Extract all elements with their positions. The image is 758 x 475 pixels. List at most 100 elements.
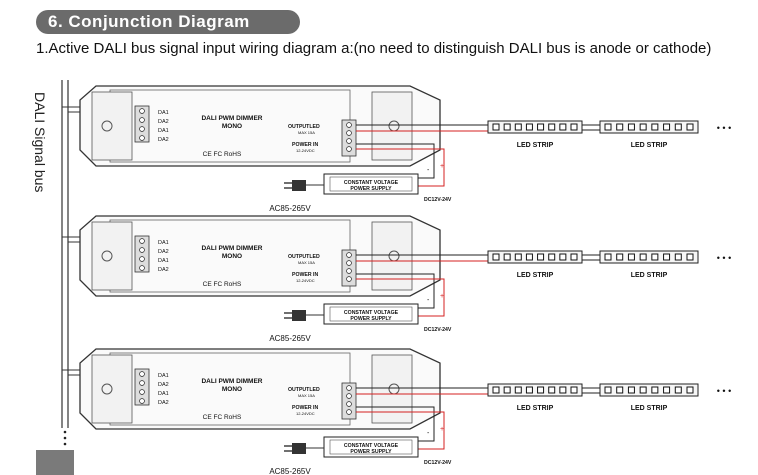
led-chip (514, 123, 522, 131)
output-label: OUTPUTLED (288, 254, 320, 260)
led-chip (514, 253, 522, 261)
psu-plus-sign: + (440, 293, 444, 300)
psu-label-line2: POWER SUPPLY (350, 316, 392, 322)
led-chip (639, 253, 647, 261)
led-chip (570, 386, 578, 394)
led-chip (492, 253, 500, 261)
bus-continue-dot (63, 442, 67, 446)
led-chip (525, 123, 533, 131)
strip-continue-dots: • • • (717, 123, 731, 133)
led-chip (548, 123, 556, 131)
dali-input-label: DA2 (158, 267, 169, 273)
psu-voltage-label: DC12V-24V (424, 460, 452, 466)
dimmer-subtitle: MONO (222, 123, 242, 130)
led-chip (651, 386, 659, 394)
led-chip (503, 123, 511, 131)
power-rating: 12-24VDC (296, 148, 315, 153)
dimmer-subtitle: MONO (222, 386, 242, 393)
cert-marks: CE FC RoHS (203, 151, 242, 158)
terminal-screw (139, 108, 145, 114)
led-chip (686, 253, 694, 261)
led-chip (651, 123, 659, 131)
led-chip (651, 253, 659, 261)
dimmer-endcap-right (371, 354, 413, 424)
psu-label-line1: CONSTANT VOLTAGE (344, 310, 399, 316)
led-strip-label: LED STRIP (631, 272, 668, 279)
terminal-screw (346, 385, 352, 391)
dimmer-endcap-right (371, 91, 413, 161)
power-label: POWER IN (292, 405, 318, 411)
bus-continue-dot (63, 430, 67, 434)
led-chip (604, 253, 612, 261)
power-rating: 12-24VDC (296, 278, 315, 283)
psu-minus-sign: - (427, 430, 430, 437)
terminal-screw (139, 389, 145, 395)
terminal-screw (139, 380, 145, 386)
led-chip (663, 253, 671, 261)
psu-wire-neg (356, 406, 435, 442)
led-strip-label: LED STRIP (631, 405, 668, 412)
led-chip (570, 253, 578, 261)
led-chip (674, 386, 682, 394)
power-label: POWER IN (292, 272, 318, 278)
power-supply-box (323, 436, 419, 458)
led-chip (674, 123, 682, 131)
output-rating: MAX 15A (298, 260, 315, 265)
psu-plus-sign: + (440, 163, 444, 170)
led-chip (627, 386, 635, 394)
led-chip (492, 123, 500, 131)
led-chip (639, 123, 647, 131)
terminal-screw (139, 247, 145, 253)
psu-wire-pos (356, 278, 445, 317)
psu-label-line2: POWER SUPPLY (350, 449, 392, 455)
led-chip (559, 253, 567, 261)
led-chip (492, 386, 500, 394)
dali-input-label: DA1 (158, 128, 169, 134)
led-chip (616, 123, 624, 131)
terminal-screw (346, 130, 352, 136)
led-strip-label: LED STRIP (517, 142, 554, 149)
ac-plug-body (292, 443, 306, 454)
led-chip (616, 253, 624, 261)
dimmer-endcap-right (371, 221, 413, 291)
dali-input-label: DA1 (158, 391, 169, 397)
strip-continue-dots: • • • (717, 253, 731, 263)
led-strip-label: LED STRIP (631, 142, 668, 149)
ac-input-label: AC85-265V (269, 467, 311, 475)
terminal-screw (346, 268, 352, 274)
led-chip (686, 123, 694, 131)
led-chip (537, 253, 545, 261)
terminal-screw (346, 138, 352, 144)
led-chip (663, 123, 671, 131)
dali-input-label: DA2 (158, 137, 169, 143)
terminal-screw (346, 409, 352, 415)
terminal-screw (139, 265, 145, 271)
dali-input-terminal (134, 105, 150, 143)
ac-plug-body (292, 310, 306, 321)
dimmer-title: DALI PWM DIMMER (201, 245, 262, 252)
led-strip (599, 383, 699, 397)
mount-screw-left (101, 120, 113, 132)
dali-input-label: DA2 (158, 382, 169, 388)
dali-input-label: DA2 (158, 400, 169, 406)
psu-wire-pos (356, 411, 445, 450)
led-chip (548, 253, 556, 261)
terminal-screw (346, 276, 352, 282)
led-strip-label: LED STRIP (517, 405, 554, 412)
dali-input-label: DA1 (158, 240, 169, 246)
led-strip (599, 250, 699, 264)
led-chip (537, 386, 545, 394)
psu-voltage-label: DC12V-24V (424, 327, 452, 333)
led-chip (604, 386, 612, 394)
power-supply-box (323, 173, 419, 195)
bottom-gray-box (36, 450, 74, 475)
psu-label-line2: POWER SUPPLY (350, 186, 392, 192)
led-chip (616, 386, 624, 394)
output-rating: MAX 15A (298, 130, 315, 135)
terminal-screw (346, 401, 352, 407)
terminal-screw (346, 122, 352, 128)
mount-screw-left (101, 250, 113, 262)
dali-input-label: DA1 (158, 258, 169, 264)
